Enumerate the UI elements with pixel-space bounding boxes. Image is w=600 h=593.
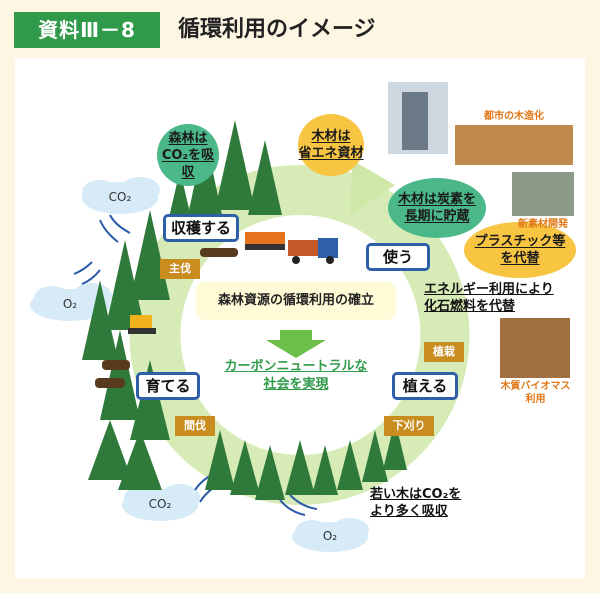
tag-main-cut: 主伐 <box>160 259 200 279</box>
carbon-neutral-line1: カーボンニュートラルな <box>224 359 368 374</box>
page-title: 循環利用のイメージ <box>178 17 376 42</box>
energy-use-line1: エネルギー利用により <box>424 282 554 297</box>
plastic-substitute-bubble: プラスチック等 を代替 <box>464 222 576 278</box>
energy-saving-line1: 木材は <box>311 129 351 144</box>
energy-use-line2: 化石燃料を代替 <box>424 299 516 314</box>
carbon-storage-bubble: 木材は炭素を 長期に貯蔵 <box>388 178 486 238</box>
stage-grow: 育てる <box>136 372 200 400</box>
forest-absorb-line1: 森林は <box>168 130 208 146</box>
carbon-storage-line2: 長期に貯蔵 <box>404 209 470 224</box>
excavator-icon <box>128 315 156 334</box>
young-trees-line2: より多く吸収 <box>370 504 448 519</box>
carbon-storage-line1: 木材は炭素を <box>397 192 476 207</box>
biomass-plant-photo <box>500 318 570 378</box>
harvester-icon <box>245 232 285 250</box>
car-photo <box>512 172 574 216</box>
down-arrow-icon <box>266 330 326 358</box>
forest-absorb-bubble: 森林は CO₂を吸収 <box>157 124 219 186</box>
young-trees-caption: 若い木はCO₂を より多く吸収 <box>370 486 490 520</box>
energy-saving-bubble: 木材は 省エネ資材 <box>298 114 364 176</box>
header-badge: 資料Ⅲ－8 <box>14 12 160 48</box>
forest-absorb-line2: CO₂を吸収 <box>161 147 215 180</box>
cycle-arrow-head <box>350 160 395 215</box>
stage-harvest: 収穫する <box>163 214 239 242</box>
o2-label-bottom: O₂ <box>322 529 338 543</box>
tag-thinning: 間伐 <box>175 416 215 436</box>
co2-label-bottom: CO₂ <box>148 497 172 511</box>
energy-saving-line2: 省エネ資材 <box>298 146 364 161</box>
biomass-caption-line1: 木質バイオマス <box>500 381 571 392</box>
center-title-box: 森林資源の循環利用の確立 <box>196 282 396 320</box>
truck-icon <box>288 238 338 264</box>
carbon-neutral-text: カーボンニュートラルな 社会を実現 <box>196 358 396 394</box>
logs <box>95 248 238 388</box>
energy-use-caption: エネルギー利用により 化石燃料を代替 <box>424 281 574 315</box>
urban-wood-caption: 都市の木造化 <box>484 111 544 122</box>
young-trees-line1: 若い木はCO₂を <box>370 487 462 502</box>
plastic-substitute-line1: プラスチック等 <box>474 234 566 249</box>
cloud-co2-bottom <box>122 484 200 521</box>
new-material-caption: 新素材開発 <box>518 219 568 230</box>
tag-planting: 植栽 <box>424 342 464 362</box>
o2-label-left: O₂ <box>62 297 78 311</box>
cloud-o2-bottom <box>292 518 369 552</box>
building-photo <box>388 82 448 154</box>
stage-use: 使う <box>366 243 430 271</box>
carbon-neutral-line2: 社会を実現 <box>263 377 329 392</box>
biomass-caption: 木質バイオマス 利用 <box>488 380 583 406</box>
wood-hall-photo <box>455 125 573 165</box>
plastic-substitute-line2: を代替 <box>500 251 540 266</box>
stage-plant: 植える <box>392 372 458 400</box>
co2-label-left: CO₂ <box>108 190 132 204</box>
cloud-co2-left <box>82 177 160 214</box>
tag-weeding: 下刈り <box>384 416 434 436</box>
biomass-caption-line2: 利用 <box>525 394 546 405</box>
